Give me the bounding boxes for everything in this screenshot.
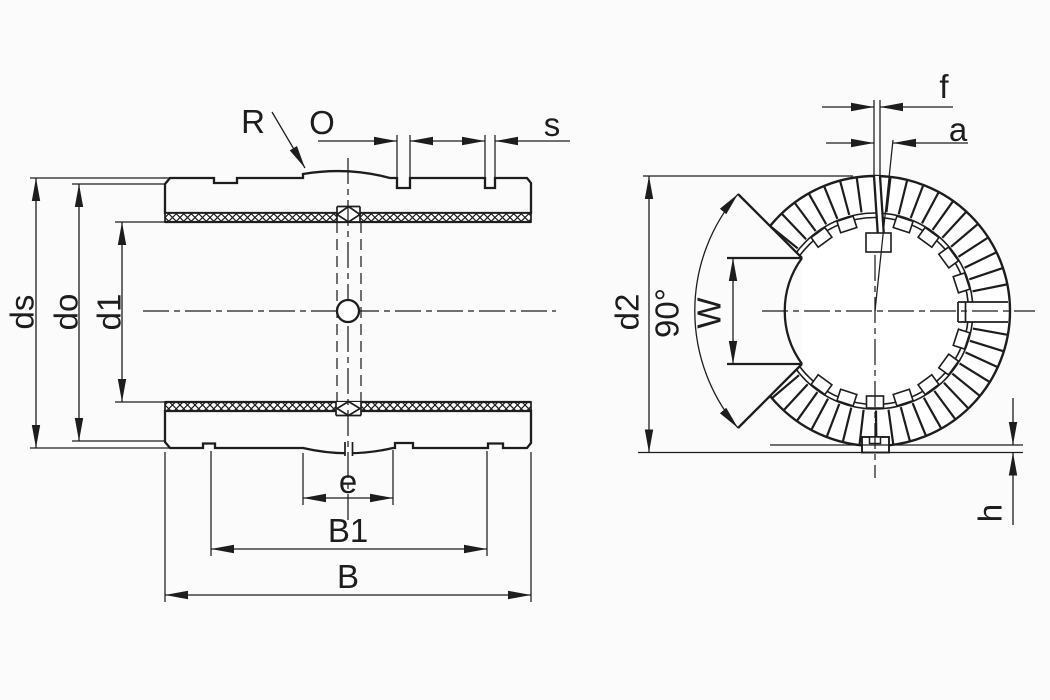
shell-bottom-section — [163, 409, 533, 455]
end-view-dimensions — [638, 100, 1023, 525]
label-s: s — [544, 106, 561, 143]
label-90deg: 90° — [649, 288, 686, 338]
label-h: h — [972, 504, 1009, 522]
slit-axis-line — [874, 139, 894, 312]
dim-90deg-arc — [694, 193, 739, 429]
dimension-labels: ds do d1 R O s e B1 B d2 90° W f a h — [4, 68, 1009, 595]
label-ds: ds — [4, 295, 41, 330]
liner-pads — [809, 215, 971, 409]
bottom-pin-pocket — [335, 400, 362, 417]
crown-pin-hole — [344, 442, 354, 456]
end-view — [636, 139, 1035, 478]
label-B: B — [337, 558, 359, 595]
label-a: a — [949, 111, 968, 148]
label-f: f — [939, 68, 949, 105]
liner-joint-diamond-bottom — [335, 400, 362, 417]
lubrication-hole — [335, 298, 361, 324]
label-e: e — [339, 463, 357, 500]
side-view-dimensions — [30, 111, 570, 602]
label-R: R — [241, 103, 265, 140]
slit-liner-pocket — [865, 232, 892, 253]
label-B1: B1 — [328, 512, 368, 549]
wedge-cutout — [636, 156, 802, 466]
label-do: do — [48, 294, 85, 331]
label-d2: d2 — [609, 294, 646, 331]
label-d1: d1 — [91, 294, 128, 331]
snap-slot — [957, 301, 1008, 323]
radius-leader — [271, 111, 306, 169]
shell-radial-hatch — [770, 177, 1008, 446]
side-section-view — [143, 158, 556, 523]
label-W: W — [691, 297, 728, 329]
label-O: O — [309, 104, 335, 141]
